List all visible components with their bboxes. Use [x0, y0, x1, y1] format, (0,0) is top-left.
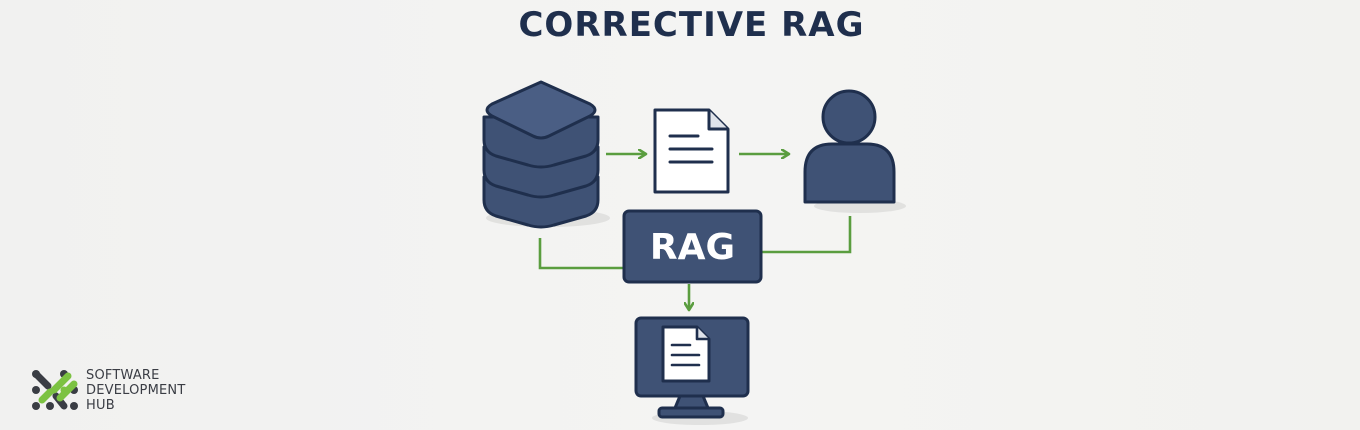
user-icon [803, 89, 896, 204]
company-logo: SOFTWARE DEVELOPMENT HUB [30, 366, 230, 418]
logo-text-line2: DEVELOPMENT [86, 383, 186, 398]
monitor-document-icon [661, 325, 711, 383]
page-title: CORRECTIVE RAG [518, 5, 865, 45]
logo-mark-icon [32, 370, 78, 410]
logo-text-line1: SOFTWARE [86, 368, 160, 383]
connector-user-to-rag [761, 216, 852, 254]
logo-text-line3: HUB [86, 398, 115, 413]
logo-text: SOFTWARE DEVELOPMENT HUB [86, 368, 185, 413]
connector-database-to-rag [538, 238, 624, 270]
rag-label: RAG [650, 227, 735, 268]
document-icon [653, 108, 730, 194]
database-icon [482, 80, 600, 229]
rag-box: RAG [622, 209, 763, 284]
